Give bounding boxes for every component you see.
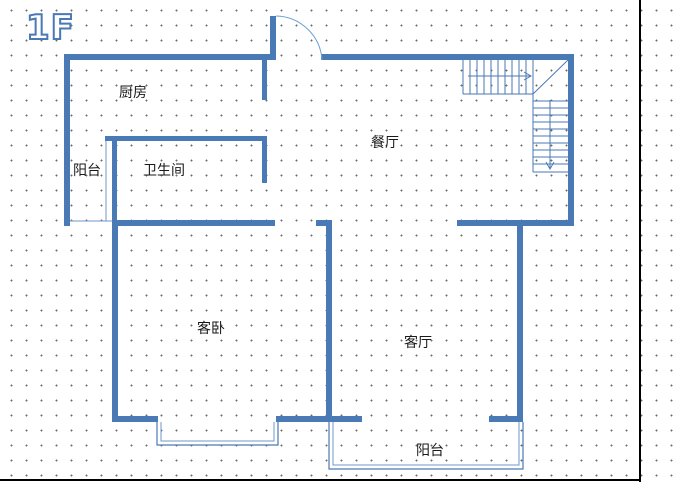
wall-bedroom-bottom-right [276, 416, 362, 422]
wall-bedroom-left [112, 220, 118, 421]
room-label-balcony-south: 阳台 [416, 443, 444, 459]
wall-living-right [517, 220, 523, 422]
wall-top-left [64, 54, 276, 60]
wall-right-dining [568, 54, 574, 226]
wall-bathroom-right [262, 136, 267, 183]
bay-window-outer [156, 422, 279, 446]
wall-top-right [321, 54, 574, 60]
room-label-dining: 餐厅 [371, 135, 399, 151]
wall-bedroom-bottom-left [112, 416, 158, 422]
wall-middle-right [457, 220, 574, 226]
frame-border-right [639, 0, 641, 482]
entry-door-swing [275, 15, 323, 61]
room-label-guest-bedroom: 客卧 [197, 321, 225, 337]
staircase-landing-diagonal [532, 59, 569, 95]
frame-border-bottom [0, 479, 641, 481]
wall-middle-left [112, 220, 275, 226]
floor-label: 1F [25, 8, 75, 48]
staircase-upper [462, 60, 534, 95]
room-label-living-room: 客厅 [404, 335, 432, 351]
wall-bedroom-right [326, 220, 332, 422]
wall-kitchen-stub [262, 60, 267, 100]
room-label-balcony-west: 阳台 [73, 163, 101, 179]
room-label-bathroom: 卫生间 [143, 163, 185, 179]
balcony-south-outer [328, 422, 524, 470]
balcony-south-inner [332, 422, 520, 466]
wall-bathroom-left [112, 136, 117, 226]
staircase-lower [532, 94, 568, 173]
room-label-kitchen: 厨房 [119, 85, 147, 101]
bay-window-inner [160, 422, 275, 442]
wall-middle-center [316, 220, 332, 226]
wall-living-bottom-right [489, 416, 523, 422]
wall-bathroom-top [105, 136, 267, 141]
door-post [270, 16, 276, 60]
wall-left-outer [64, 54, 70, 226]
